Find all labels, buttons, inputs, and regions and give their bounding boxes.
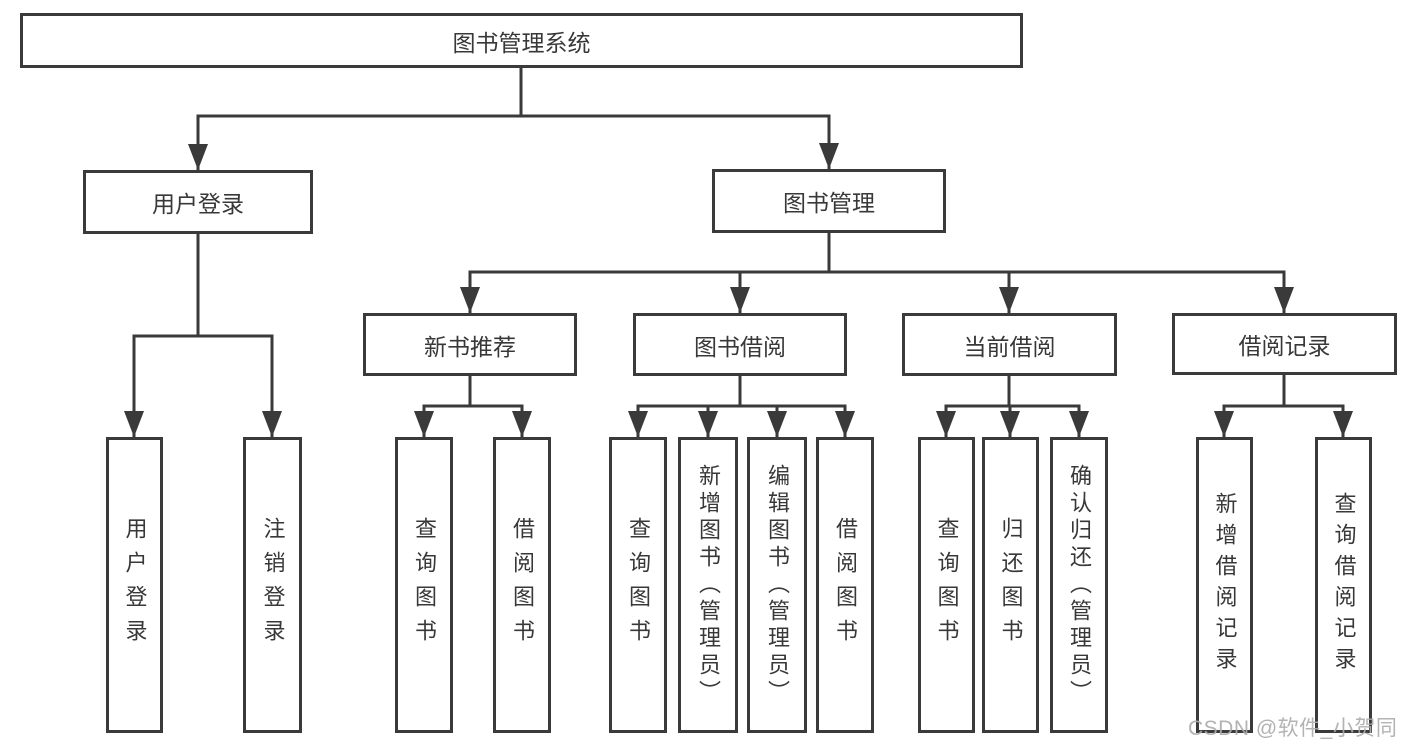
branch-book-management (460, 231, 1294, 315)
node-edit-books-admin: 编辑图书（管理员） (747, 437, 807, 733)
node-current-borrow: 当前借阅 (902, 313, 1117, 376)
branch-book-borrow (628, 374, 855, 439)
node-user-login-leaf: 用户登录 (106, 437, 163, 733)
node-confirm-return-admin: 确认归还（管理员） (1050, 437, 1108, 733)
branch-user-login (124, 232, 282, 439)
node-logout-leaf: 注销登录 (243, 437, 302, 733)
node-query-books-recommend: 查询图书 (395, 437, 453, 733)
branch-current-borrow (936, 374, 1089, 439)
node-query-borrow-record: 查询借阅记录 (1315, 437, 1372, 733)
node-new-book-recommend: 新书推荐 (363, 313, 577, 376)
node-query-books-current: 查询图书 (918, 437, 975, 733)
node-book-management: 图书管理 (712, 169, 946, 233)
watermark-text: CSDN @软件_小贺同学 (1188, 717, 1398, 740)
node-borrow-books-recommend: 借阅图书 (493, 437, 551, 733)
node-query-books-borrow: 查询图书 (609, 437, 667, 733)
node-borrow-books-leaf: 借阅图书 (816, 437, 874, 733)
node-return-books: 归还图书 (982, 437, 1039, 733)
branch-root (188, 66, 839, 172)
node-book-borrow: 图书借阅 (633, 313, 847, 376)
node-add-borrow-record: 新增借阅记录 (1196, 437, 1253, 733)
node-add-books-admin: 新增图书（管理员） (678, 437, 738, 733)
branch-borrow-records (1214, 373, 1353, 439)
node-root: 图书管理系统 (20, 13, 1023, 68)
branch-new-book-recommend (414, 374, 532, 439)
node-user-login: 用户登录 (83, 170, 313, 234)
node-borrow-records: 借阅记录 (1172, 313, 1397, 375)
